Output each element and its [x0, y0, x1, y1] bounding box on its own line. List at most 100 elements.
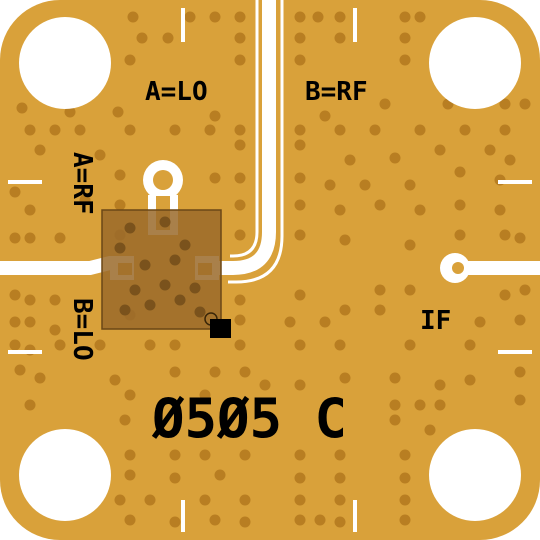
via: [424, 424, 436, 436]
via: [144, 339, 156, 351]
via: [49, 294, 61, 306]
via: [514, 394, 526, 406]
mounting-hole-top-right: [429, 17, 521, 109]
via: [16, 102, 28, 114]
via: [169, 124, 181, 136]
chip-via: [179, 239, 191, 251]
via: [14, 364, 26, 376]
via: [334, 339, 346, 351]
via: [404, 339, 416, 351]
via: [494, 204, 506, 216]
via: [34, 372, 46, 384]
via: [324, 179, 336, 191]
via: [374, 199, 386, 211]
via: [312, 11, 324, 23]
via: [109, 374, 121, 386]
via: [459, 124, 471, 136]
via: [374, 284, 386, 296]
via: [124, 469, 136, 481]
via: [79, 194, 91, 206]
via: [239, 516, 251, 528]
via: [499, 289, 511, 301]
via: [214, 469, 226, 481]
top-trace-gap-left: [230, 0, 259, 258]
via: [9, 289, 21, 301]
via: [169, 472, 181, 484]
chip-via: [129, 284, 141, 296]
via: [389, 152, 401, 164]
via: [414, 204, 426, 216]
via: [234, 229, 246, 241]
via: [519, 284, 531, 296]
chip-via: [174, 294, 186, 306]
label-a-lo: A=LO: [145, 77, 208, 107]
via: [294, 379, 306, 391]
via: [169, 449, 181, 461]
if-trace-end-via: [452, 262, 464, 274]
via: [434, 399, 446, 411]
via: [234, 11, 246, 23]
via: [319, 110, 331, 122]
chip-via: [159, 216, 171, 228]
via: [399, 514, 411, 526]
via: [414, 399, 426, 411]
via: [114, 494, 126, 506]
via: [294, 229, 306, 241]
via: [294, 172, 306, 184]
via: [209, 172, 221, 184]
via: [209, 11, 221, 23]
chip-via: [119, 304, 131, 316]
top-trace-gap-right: [228, 0, 284, 284]
via: [434, 379, 446, 391]
board-marking: Ø5Ø5 C: [151, 387, 347, 450]
via: [499, 229, 511, 241]
via: [54, 232, 66, 244]
via: [294, 472, 306, 484]
via: [294, 339, 306, 351]
via: [234, 172, 246, 184]
via: [284, 316, 296, 328]
via: [339, 234, 351, 246]
via: [294, 289, 306, 301]
label-b-rf: B=RF: [305, 77, 368, 107]
via: [334, 204, 346, 216]
via: [239, 494, 251, 506]
via: [259, 379, 271, 391]
via: [24, 294, 36, 306]
label-a-rf: A=RF: [67, 152, 97, 215]
via: [169, 516, 181, 528]
via: [484, 144, 496, 156]
via: [399, 449, 411, 461]
via: [399, 32, 411, 44]
via: [184, 11, 196, 23]
via: [514, 232, 526, 244]
via: [124, 389, 136, 401]
chip-via: [114, 242, 126, 254]
via: [504, 154, 516, 166]
chip-via: [159, 279, 171, 291]
via: [294, 199, 306, 211]
via: [464, 339, 476, 351]
via: [294, 54, 306, 66]
via: [404, 179, 416, 191]
via: [112, 106, 124, 118]
top-port-trace: [200, 0, 276, 275]
via: [199, 449, 211, 461]
via: [399, 472, 411, 484]
via: [239, 449, 251, 461]
via: [234, 32, 246, 44]
via: [54, 339, 66, 351]
via: [399, 54, 411, 66]
via: [239, 366, 251, 378]
via: [209, 366, 221, 378]
via: [434, 144, 446, 156]
via: [379, 98, 391, 110]
via: [294, 139, 306, 151]
via: [124, 514, 136, 526]
via: [114, 199, 126, 211]
via: [514, 366, 526, 378]
via: [9, 339, 21, 351]
via: [464, 374, 476, 386]
via: [49, 324, 61, 336]
